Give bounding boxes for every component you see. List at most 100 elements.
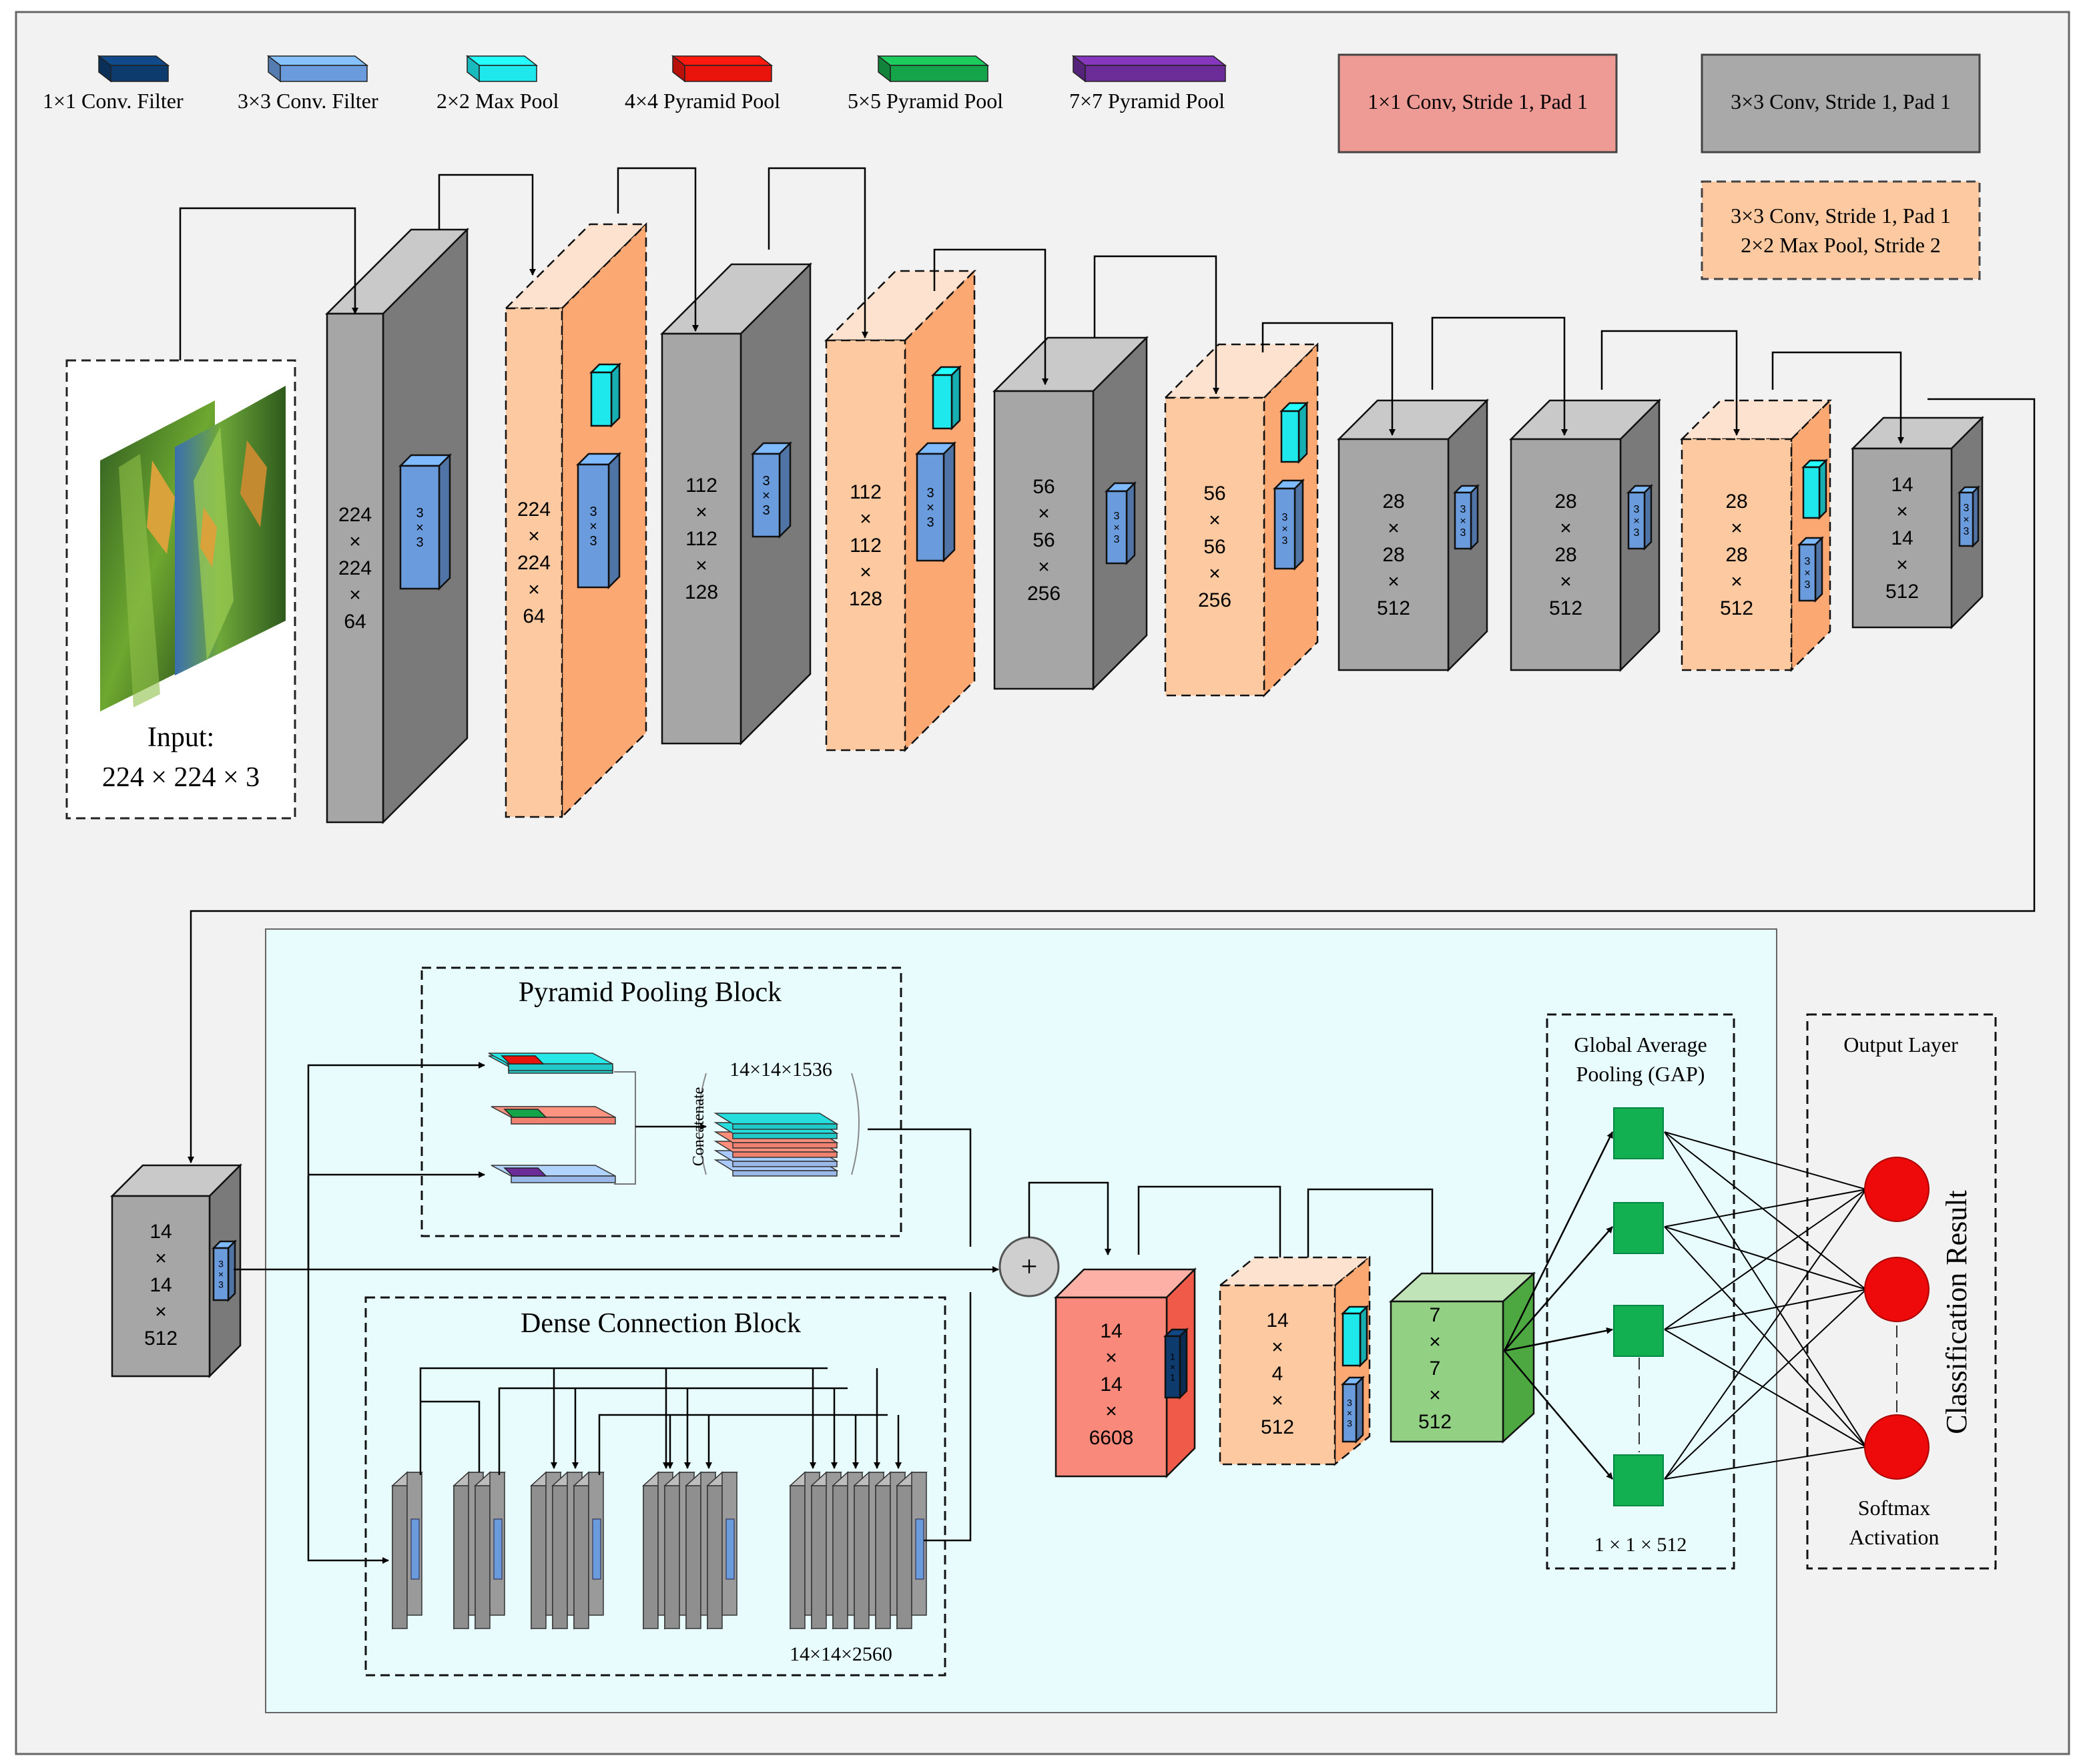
top-block-10-filter-shape: [1957, 485, 1981, 549]
top-block-5-dim: 56: [1032, 529, 1055, 551]
top-block-2-filter: 3×3: [575, 451, 622, 590]
top-connector-9: [1600, 330, 1740, 436]
top-block-3-filter-label: 3: [762, 474, 770, 489]
concat-to-plus-connector: [868, 1128, 972, 1247]
dense-to-plus-connector: [924, 1292, 972, 1542]
gap-node: [1613, 1305, 1664, 1357]
dense-kernel: [592, 1518, 601, 1580]
bottom-input-dim: 14: [150, 1274, 172, 1296]
fc-edge: [1664, 1446, 1867, 1480]
conv-output-shape: [1388, 1271, 1536, 1444]
top-block-7-filter-label: ×: [1460, 516, 1466, 527]
top-block-9-dim: 512: [1720, 597, 1753, 619]
top-block-4-filter-label: 3: [926, 486, 934, 501]
fused-block-1x1-filter-label: 1: [1170, 1372, 1175, 1382]
top-block-9-dim: ×: [1731, 517, 1743, 539]
top-block-6-filter-label: ×: [1281, 524, 1287, 535]
gap-node: [1613, 1107, 1664, 1159]
input-leaf-image: [100, 386, 286, 711]
top-block-3-filter-label: 3: [762, 503, 770, 518]
dense-kernel: [725, 1518, 735, 1580]
pyramid-slab-blue: [491, 1165, 616, 1183]
legend-item-7x7-pyramid-pool: 7×7 Pyramid Pool: [1069, 55, 1227, 113]
top-connector-6: [1093, 255, 1219, 394]
top-block-4-dim: ×: [860, 561, 872, 583]
output-neuron: [1864, 1257, 1929, 1322]
bottom-input-dim: ×: [155, 1247, 167, 1269]
top-block-3-filter-shape: [750, 440, 793, 539]
top-block-3-dim: 112: [685, 475, 717, 497]
conv-output-dim: ×: [1429, 1331, 1441, 1353]
conv-pool-dim: 512: [1261, 1416, 1294, 1438]
top-block-4-dim: 128: [849, 588, 882, 610]
fc-edge: [1664, 1289, 1867, 1330]
gap-input-edge: [1504, 1350, 1613, 1480]
conv-pool-dim: ×: [1271, 1336, 1283, 1358]
top-block-10-filter-label: ×: [1963, 515, 1969, 526]
add-node: +: [998, 1236, 1060, 1297]
add-node-symbol: +: [1021, 1250, 1038, 1283]
legend-label-4x4-pyramid-pool: 4×4 Pyramid Pool: [625, 89, 780, 113]
top-block-10-dim: 14: [1891, 527, 1913, 549]
conv-pool-filter-label: 3: [1347, 1398, 1352, 1408]
legend-label-1x1-conv-filter: 1×1 Conv. Filter: [43, 89, 184, 113]
top-block-9-shape: [1679, 398, 1833, 673]
dense-branch-connector: [307, 1176, 389, 1564]
top-connector-7: [1261, 322, 1396, 436]
top-block-8-filter-label: ×: [1633, 516, 1639, 527]
fc-edge: [1664, 1226, 1867, 1448]
conv-pool-dim: 14: [1266, 1309, 1288, 1332]
top-block-1-filter: 3×3: [398, 453, 453, 591]
top-block-7-dim: 28: [1382, 544, 1404, 566]
legend-item-5x5-pyramid-pool: 5×5 Pyramid Pool: [848, 55, 1003, 113]
legend-label-2x2-max-pool: 2×2 Max Pool: [436, 89, 559, 113]
bottom-input-filter-label: 3: [218, 1259, 224, 1269]
conv-pool-maxpool-shape: [1340, 1304, 1370, 1368]
top-block-4-pool: [930, 364, 962, 431]
legend-label-5x5-pyramid-pool: 5×5 Pyramid Pool: [848, 89, 1003, 113]
dense-kernel: [493, 1518, 503, 1580]
dense-kernel: [915, 1518, 924, 1580]
fused-block-1x1-filter: 1×1: [1163, 1327, 1189, 1400]
top-block-6-filter-shape: [1272, 478, 1305, 571]
red-to-orange-connector: [1137, 1185, 1283, 1286]
top-block-6-dim: 56: [1203, 536, 1225, 558]
top-block-8-filter-label: 3: [1634, 504, 1640, 515]
top-block-2-filter-label: ×: [589, 519, 597, 534]
fc-edge: [1664, 1289, 1867, 1480]
top-block-10-filter-label: 3: [1964, 503, 1970, 514]
conv-pool-filter-label: ×: [1347, 1408, 1352, 1418]
top-block-2-dim: 64: [523, 605, 545, 627]
top-block-7-shape: [1336, 398, 1490, 673]
top-block-6-filter-label: 3: [1282, 512, 1288, 523]
legend-item-1x1-conv-filter: 1×1 Conv. Filter: [43, 55, 184, 113]
top-block-6-dim: ×: [1209, 563, 1221, 585]
conv-pool-dim: 4: [1272, 1363, 1283, 1385]
pyramid-merge-bracket: [614, 1071, 636, 1185]
gap-node: [1613, 1202, 1664, 1254]
top-connector-4: [768, 167, 868, 338]
conv-pool-filter: 3×3: [1340, 1375, 1366, 1444]
bottom-input-filter: 3×3: [211, 1239, 238, 1303]
legend-box-convpool-line2: 2×2 Max Pool, Stride 2: [1741, 233, 1941, 257]
top-block-9-filter-label: 3: [1805, 579, 1811, 591]
top-block-2-pool-shape: [589, 362, 622, 428]
top-block-8-dim: 512: [1549, 597, 1582, 619]
dense-title: Dense Connection Block: [521, 1308, 801, 1339]
legend-box-3x3-text: 3×3 Conv, Stride 1, Pad 1: [1731, 89, 1951, 113]
top-block-10-filter: 3×3: [1957, 485, 1981, 549]
conv-output-dim: 512: [1418, 1411, 1452, 1433]
top-block-2-dim: ×: [528, 579, 540, 601]
gap-input-edge: [1503, 1131, 1614, 1352]
row-transition-connector: [188, 398, 2036, 1163]
top-block-7-filter-label: 3: [1460, 527, 1466, 539]
top-block-1-filter-shape: [398, 453, 453, 591]
output-neuron: [1864, 1414, 1929, 1480]
top-block-8-dim: 28: [1554, 491, 1576, 513]
top-block-2-filter-label: 3: [589, 534, 597, 549]
